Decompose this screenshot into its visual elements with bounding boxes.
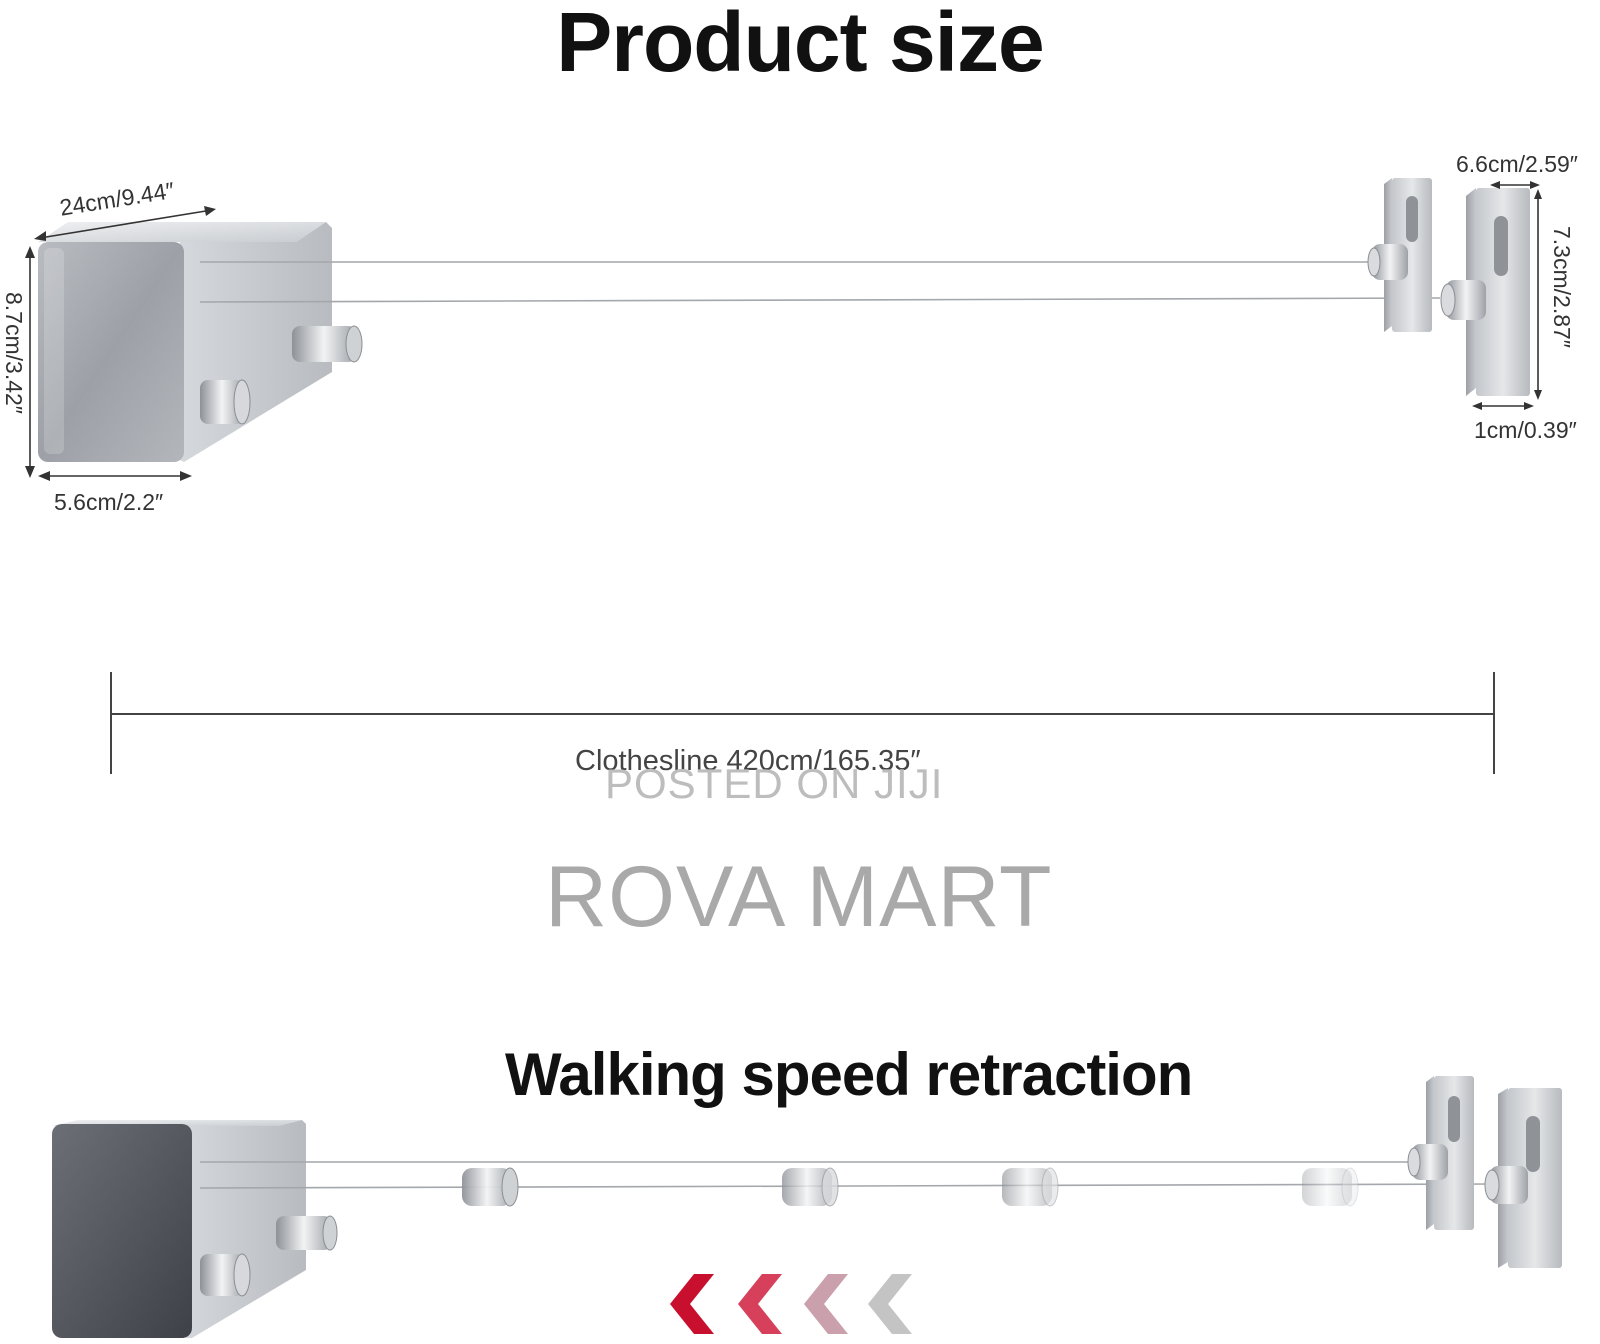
section-title-retraction: Walking speed retraction <box>505 1041 1193 1108</box>
plate-slot <box>1406 196 1418 242</box>
plate-knob <box>1490 1166 1528 1204</box>
dim-arrowhead <box>1534 189 1542 199</box>
plate-knob <box>1372 244 1408 280</box>
plate-knob-cap <box>1367 247 1381 277</box>
retractable-box-bottom <box>52 1120 338 1338</box>
chevron-left-icon <box>670 1274 714 1334</box>
box-front-face <box>38 242 184 462</box>
label-plate-width: 6.6cm/2.59″ <box>1456 151 1578 177</box>
plate-knob <box>1446 280 1486 320</box>
wall-plate-left-top <box>1367 178 1432 332</box>
motion-knob-4 <box>1302 1167 1359 1207</box>
dim-arrowhead <box>1524 402 1534 410</box>
bottom-wire-lower <box>199 1183 1495 1189</box>
wall-plate-left-bottom <box>1407 1076 1474 1230</box>
clothesline-length-bracket <box>110 672 1495 774</box>
knob-upper-cap <box>345 325 363 363</box>
motion-knob-2 <box>782 1167 839 1207</box>
dim-arrowhead <box>1530 181 1540 189</box>
chevron-left-icon <box>804 1274 848 1334</box>
box-front-highlight <box>44 248 64 454</box>
label-box-depth: 5.6cm/2.2″ <box>54 489 164 515</box>
dimension-arrows <box>25 181 1542 481</box>
dim-arrowhead <box>1490 181 1500 189</box>
dim-arrowhead <box>25 466 35 478</box>
plate-face <box>1392 178 1432 332</box>
dim-arrowhead <box>180 471 192 481</box>
watermark-posted: POSTED ON JIJI <box>605 760 944 807</box>
knob-lower <box>200 1254 244 1296</box>
clothesline-wire-lower <box>199 297 1441 303</box>
label-plate-thickness: 1cm/0.39″ <box>1474 417 1577 443</box>
knob-upper-cap <box>322 1215 338 1251</box>
knob-upper <box>276 1216 332 1250</box>
label-plate-height: 7.3cm/2.87″ <box>1549 226 1575 348</box>
knob-lower-cap <box>233 1253 251 1297</box>
dim-arrowhead <box>38 471 50 481</box>
plate-face <box>1508 1088 1562 1268</box>
watermark-shop: ROVA MART <box>545 849 1053 945</box>
knob-lower <box>200 380 244 424</box>
plate-knob-cap <box>1484 1169 1500 1201</box>
dim-arrowhead <box>25 246 35 258</box>
dim-box-length-line <box>39 209 213 239</box>
dim-arrowhead <box>1472 402 1482 410</box>
wall-plate-right-bottom <box>1484 1088 1562 1268</box>
motion-knob-1 <box>462 1167 519 1207</box>
page-title: Product size <box>556 0 1044 89</box>
wall-plate-right-top <box>1440 188 1530 396</box>
plate-face <box>1434 1076 1474 1230</box>
plate-slot <box>1526 1116 1540 1172</box>
dim-arrowhead <box>204 206 216 216</box>
retractable-box-top <box>38 222 363 462</box>
dim-arrowhead <box>34 231 46 241</box>
box-front-face <box>52 1124 192 1338</box>
plate-slot <box>1494 216 1508 276</box>
retraction-arrows <box>670 1274 912 1334</box>
plate-knob-cap <box>1407 1147 1421 1177</box>
dim-arrowhead <box>1534 390 1542 400</box>
chevron-left-icon <box>868 1274 912 1334</box>
plate-slot <box>1448 1096 1460 1142</box>
label-clothesline-length: Clothesline 420cm/165.35″ <box>575 745 921 777</box>
knob-lower-cap <box>233 379 251 425</box>
plate-knob-cap <box>1440 283 1456 317</box>
motion-knob-3 <box>1002 1167 1059 1207</box>
knob-upper <box>292 326 356 362</box>
plate-knob <box>1412 1144 1448 1180</box>
label-box-height: 8.7cm/3.42″ <box>1 292 27 414</box>
chevron-left-icon <box>738 1274 782 1334</box>
plate-face <box>1476 188 1530 396</box>
